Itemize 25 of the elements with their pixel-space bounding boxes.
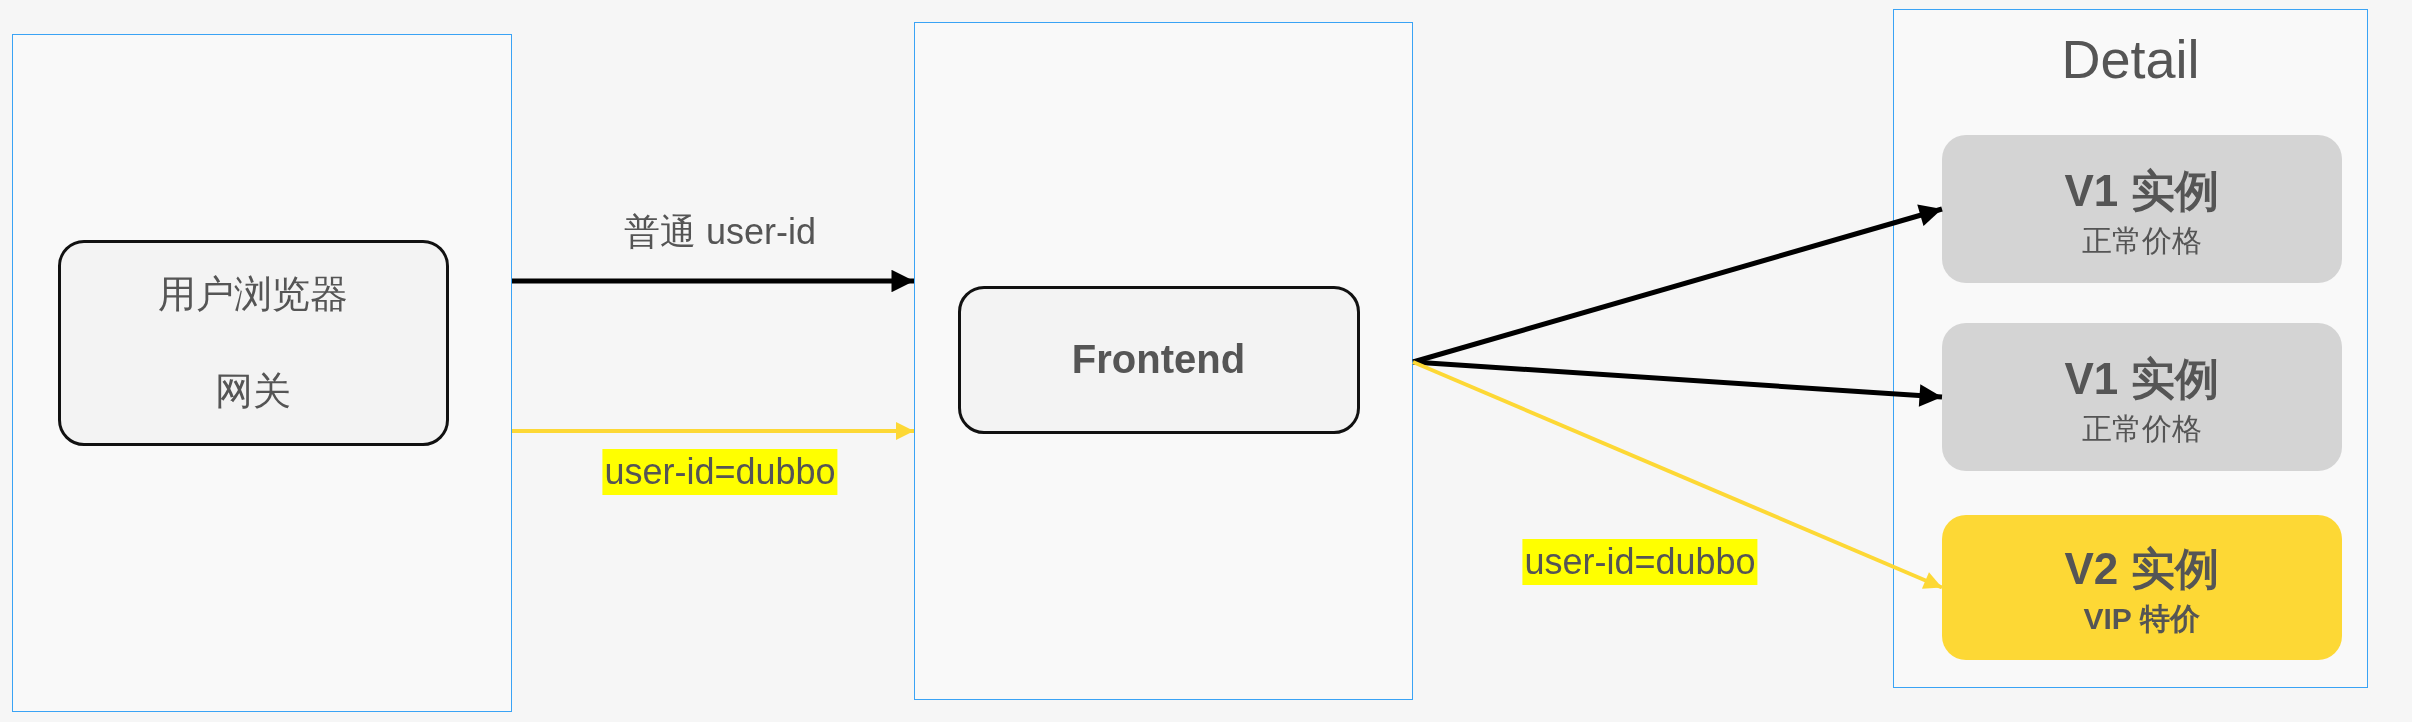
box-title: Frontend: [1071, 337, 1246, 382]
box-title: 用户浏览器: [158, 271, 348, 317]
instance-box: [1941, 514, 2342, 660]
edge-label: user-id=dubbo: [602, 449, 838, 495]
process-box: [57, 239, 449, 446]
group-panel: [12, 34, 512, 712]
box-title: V1 实例: [2064, 164, 2219, 217]
panel-title: Detail: [2060, 28, 2201, 90]
process-box: [957, 285, 1360, 434]
arrow: [512, 269, 914, 293]
group-panel: [914, 22, 1413, 700]
group-panel: [1893, 9, 2368, 688]
box-title: V1 实例: [2064, 352, 2219, 405]
instance-box: [1941, 134, 2342, 283]
edge-label: user-id=dubbo: [1522, 539, 1758, 585]
arrow: [512, 422, 914, 440]
box-subtitle: 正常价格: [2081, 222, 2202, 259]
instance-box: [1941, 322, 2342, 471]
box-subtitle: 网关: [215, 368, 291, 414]
box-subtitle: VIP 特价: [2083, 601, 2200, 637]
edge-label: 普通 user-id: [624, 209, 816, 254]
arrow: [1412, 360, 1943, 590]
arrow: [1412, 359, 1943, 407]
box-subtitle: 正常价格: [2081, 410, 2202, 447]
box-title: V2 实例: [2064, 543, 2219, 595]
